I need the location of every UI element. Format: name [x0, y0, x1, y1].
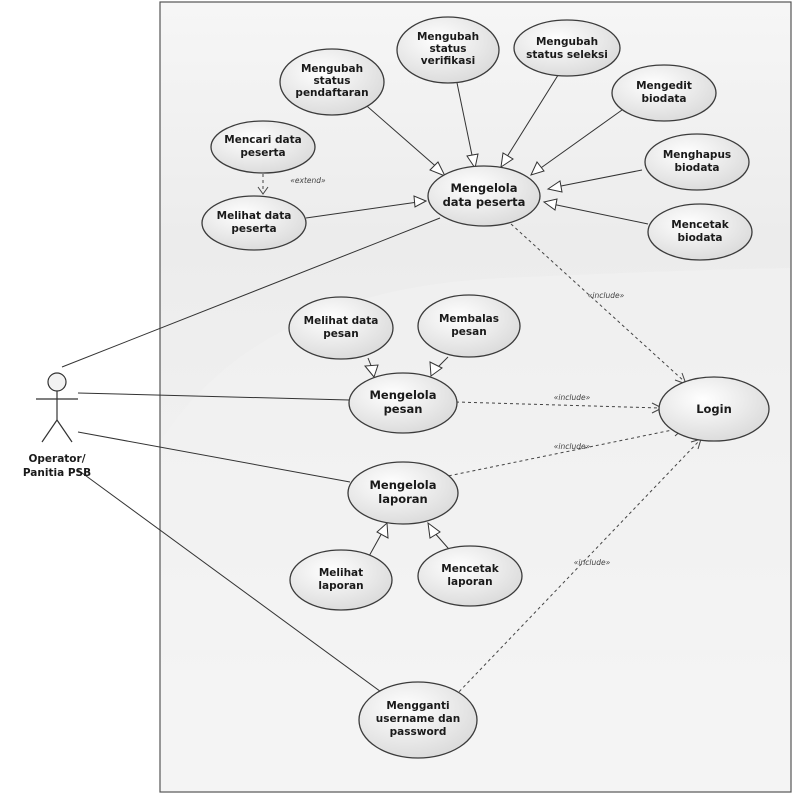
gen-cetak-biodata: [551, 203, 649, 225]
actor-label-line1: Operator/: [28, 453, 85, 465]
gen-lihat-laporan: [367, 530, 384, 559]
actor-head-icon: [47, 372, 67, 392]
assoc-kelola-pesan: [77, 392, 350, 401]
gen-head: [427, 521, 441, 539]
svg-text:Login: Login: [696, 402, 732, 416]
gen-head: [542, 198, 558, 211]
gen-head: [364, 364, 379, 379]
assoc-kelola-laporan: [77, 431, 351, 483]
gen-head: [530, 161, 545, 176]
actor-label-line2: Panitia PSB: [23, 467, 91, 479]
extend-arrow-head: [257, 186, 269, 195]
assoc-kelola-peserta: [61, 217, 441, 368]
gen-head: [413, 195, 428, 208]
include-laporan-login: [442, 427, 683, 478]
gen-head: [546, 180, 563, 193]
include-label-pesan: «include»: [554, 393, 591, 402]
gen-ubah-verifikasi: [455, 77, 474, 161]
actor-figure: [36, 372, 78, 443]
gen-head: [429, 361, 443, 377]
include-password-login: [454, 439, 701, 697]
gen-ubah-pendaftaran: [359, 99, 441, 171]
actor-right-leg: [56, 419, 73, 443]
include-label-password: «include»: [574, 558, 611, 567]
use-case-login: Login: [658, 376, 770, 442]
include-label-peserta: «include»: [588, 291, 625, 300]
gen-head: [429, 161, 447, 177]
gen-head: [466, 153, 479, 170]
include-label-laporan: «include»: [554, 442, 591, 451]
gen-edit-biodata: [537, 109, 623, 171]
gen-head: [376, 521, 389, 539]
gen-melihat-peserta: [305, 201, 419, 219]
actor-left-leg: [41, 419, 58, 443]
include-pesan-login: [455, 401, 661, 409]
extend-label: «extend»: [290, 176, 326, 185]
gen-ubah-seleksi: [504, 71, 561, 161]
gen-head: [500, 152, 514, 169]
gen-hapus-biodata: [555, 169, 643, 188]
assoc-ganti-password: [77, 469, 393, 701]
